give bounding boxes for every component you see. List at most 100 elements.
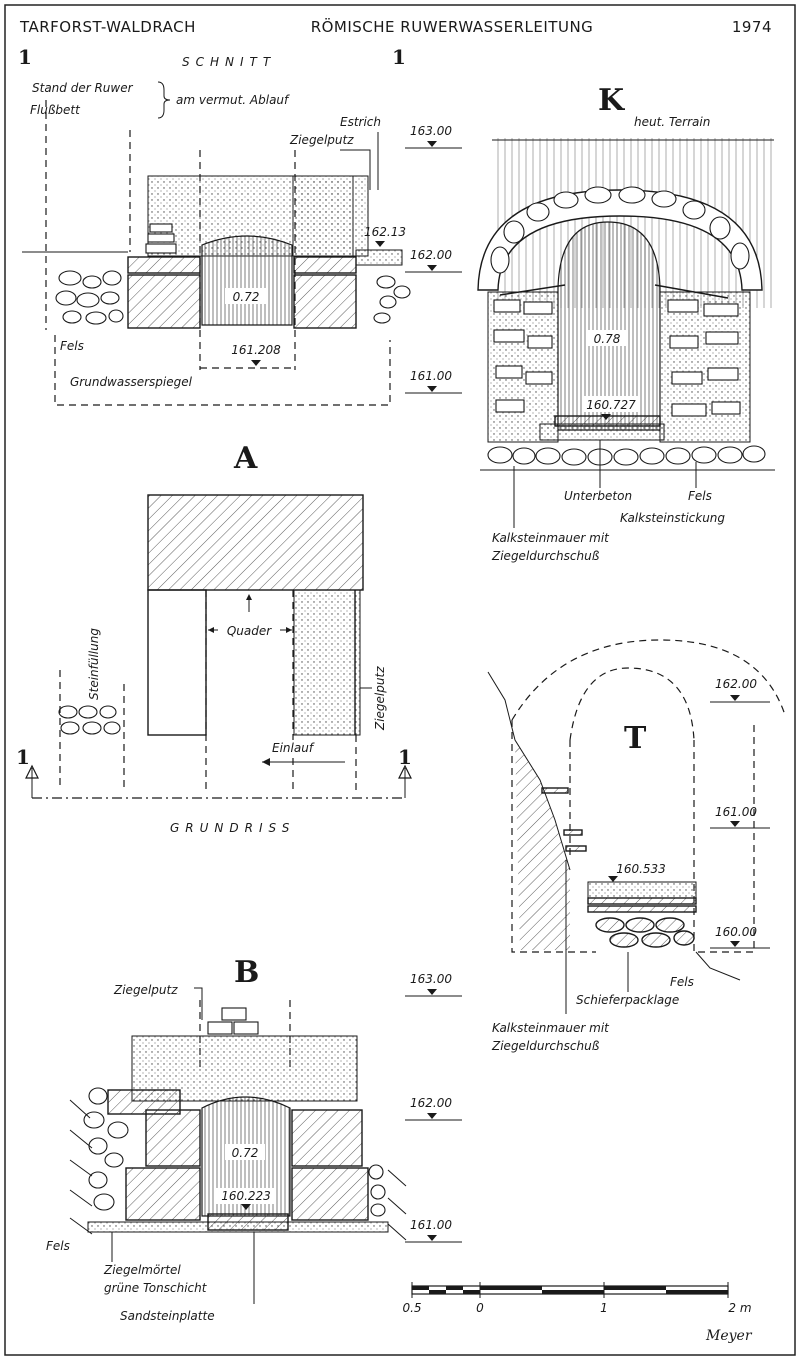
label-floor-level-b: 160.223 <box>221 1189 271 1203</box>
wall-fill-t <box>515 740 570 950</box>
scale-label-0: 0 <box>476 1301 484 1315</box>
channel-interior-k <box>557 221 661 431</box>
label-steinfuellung: Steinfüllung <box>87 628 101 700</box>
brick-layer-t-1 <box>587 897 697 905</box>
section-t: T 160.533 162.00 161.00 160.00 Fels Schi… <box>487 639 786 1053</box>
rubble-left <box>55 270 124 325</box>
section-marker-left: 1 <box>18 45 32 69</box>
arch-dashed-outer <box>511 639 786 721</box>
leader-ziegelputz <box>340 149 371 190</box>
label-kalksteinmauer-k-1: Kalksteinmauer mit <box>492 531 610 545</box>
stone-b-left-mid <box>145 1109 201 1167</box>
stone-left-lower <box>127 274 201 329</box>
brace-mark <box>157 81 171 119</box>
label-fels-schnitt: Fels <box>60 339 84 353</box>
slab-left <box>127 256 201 274</box>
level-163-top: 163.00 <box>410 124 452 138</box>
channel-fill <box>201 235 293 326</box>
label-level-16213: 162.13 <box>364 225 406 239</box>
stone-b-right-mid <box>291 1109 363 1167</box>
label-ziegelmoertel: Ziegelmörtel <box>103 1263 181 1277</box>
section-letter-b: B <box>234 955 259 990</box>
label-ziegelputz-top: Ziegelputz <box>289 133 354 147</box>
stone-b-right-low <box>291 1167 369 1221</box>
label-fels-k: Fels <box>688 489 712 503</box>
label-estrich: Estrich <box>340 115 381 129</box>
header-site-name: TARFORST-WALDRACH <box>19 18 196 36</box>
rubble-right <box>373 275 411 324</box>
stone-b-left-low <box>125 1167 201 1221</box>
ziegelputz-layer <box>292 175 354 257</box>
ground-line-right <box>355 249 403 266</box>
label-floor-level-k: 160.727 <box>586 398 636 412</box>
label-kalksteinstickung: Kalksteinstickung <box>620 511 725 525</box>
signature: Meyer <box>705 1328 753 1344</box>
section-letter-a: A <box>233 441 258 476</box>
section-marker-right: 1 <box>392 45 406 69</box>
section-b: B Ziegelputz <box>46 955 407 1323</box>
label-unterbeton: Unterbeton <box>564 489 632 503</box>
section-title-grundriss: GRUNDRISS <box>170 821 295 835</box>
top-bricks-b <box>207 1007 259 1035</box>
label-width-b: 0.72 <box>232 1146 259 1160</box>
level-marker-k <box>601 414 611 420</box>
level-163-bottom: 163.00 <box>410 972 452 986</box>
header-project-title: RÖMISCHE RUWERWASSERLEITUNG <box>311 17 594 36</box>
level-161-t: 161.00 <box>715 805 757 819</box>
rubble-b-left <box>83 1087 129 1211</box>
level-marker-schnitt <box>251 360 261 366</box>
label-width-schnitt: 0.72 <box>233 290 260 304</box>
label-flussbett: Flußbett <box>30 103 81 117</box>
section-schnitt: 1 SCHNITT 1 Stand der Ruwer Flußbett am … <box>18 45 411 406</box>
label-floor-level-t: 160.533 <box>616 862 666 876</box>
cut-marker-left: 1 <box>16 745 30 769</box>
dash-groundwater-outline <box>54 335 391 406</box>
arch-voussoirs <box>490 186 750 274</box>
arch-dashed-inner <box>569 667 695 741</box>
label-stand-der-ruwer: Stand der Ruwer <box>32 81 134 95</box>
section-title-schnitt: SCHNITT <box>182 55 276 69</box>
small-brick-1 <box>149 223 173 233</box>
sheet-border <box>4 4 796 1356</box>
label-kalksteinmauer-k-2: Ziegeldurchschuß <box>491 549 600 563</box>
quader-right <box>293 589 361 736</box>
scale-label-1: 1 <box>600 1301 608 1315</box>
level-160-t: 160.00 <box>715 925 757 939</box>
wall-right-k <box>659 291 751 443</box>
mortar-layer-b <box>87 1221 389 1233</box>
small-brick-3 <box>145 243 177 254</box>
wall-stones-k <box>493 299 741 417</box>
label-schieferpacklage: Schieferpacklage <box>576 993 679 1007</box>
quader-left <box>147 589 207 736</box>
brick-layer-t-2 <box>587 905 697 913</box>
levels-column-top: 163.00 162.00 161.00 <box>405 124 462 394</box>
section-k: K heut. Terrain <box>477 83 775 563</box>
outline-dashed-left <box>511 720 596 953</box>
section-letter-k: K <box>598 83 625 118</box>
level-marker-b <box>241 1204 251 1210</box>
quader-top-block <box>147 494 364 591</box>
level-162-t: 162.00 <box>715 677 757 691</box>
label-quader: Quader <box>227 624 272 638</box>
header-year: 1974 <box>732 18 772 36</box>
section-a-grundriss: A Quader Ziegelputz Steinfüllung Einlauf <box>16 441 412 835</box>
label-floor-level-schnitt: 161.208 <box>231 343 281 357</box>
kalksteinstickung-k <box>487 445 766 466</box>
scale-label-05: 0.5 <box>402 1301 421 1315</box>
label-fels-b: Fels <box>46 1239 70 1253</box>
level-161-bottom: 161.00 <box>410 1218 452 1232</box>
lintel-left-k <box>499 284 566 296</box>
stone-fill-a <box>58 705 121 735</box>
section-letter-t: T <box>624 721 647 756</box>
floor-slab-t <box>587 881 697 899</box>
label-heut-terrain: heut. Terrain <box>634 115 710 129</box>
cut-arrow-right <box>398 764 412 779</box>
label-kalksteinmauer-t-2: Ziegeldurchschuß <box>491 1039 600 1053</box>
outline-dashed-right <box>693 720 755 953</box>
label-ziegelputz-a: Ziegelputz <box>373 666 387 731</box>
cut-arrow-left <box>25 764 39 779</box>
label-kalksteinmauer-t-1: Kalksteinmauer mit <box>492 1021 610 1035</box>
stone-right-lower <box>293 274 357 329</box>
label-sandsteinplatte: Sandsteinplatte <box>120 1309 215 1323</box>
